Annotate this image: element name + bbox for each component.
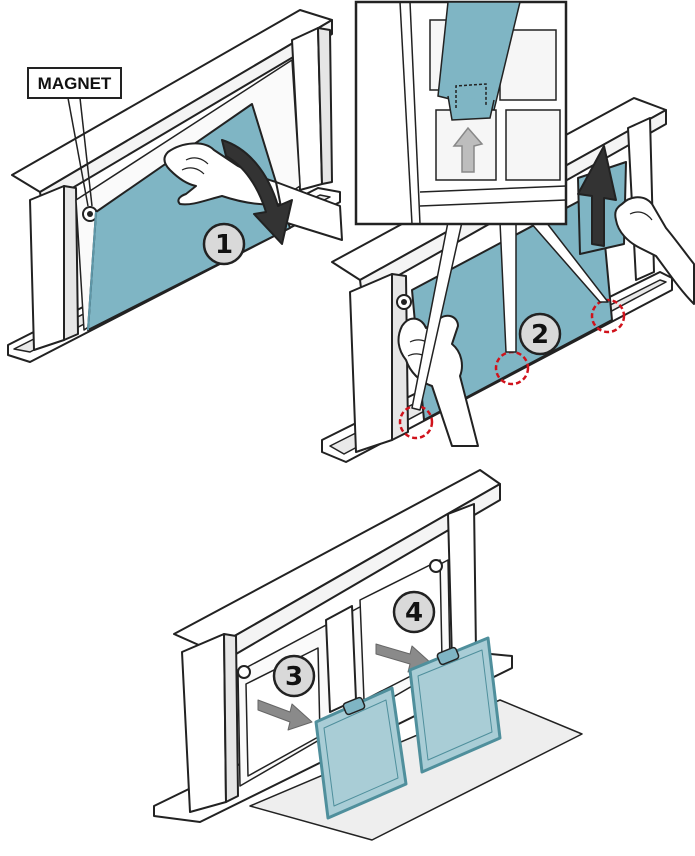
- panel-step-1: [7, 9, 343, 363]
- step-number-3: 3: [285, 662, 303, 692]
- arrow-icon: [221, 139, 293, 245]
- hood-left-column-2: [349, 273, 393, 453]
- zoom-detail-box: [354, 0, 568, 226]
- arrow-icon-2: [577, 145, 617, 247]
- hand-icon-2: [397, 314, 479, 447]
- hood-left-column-1: [29, 185, 65, 351]
- highlight-circle-right: [590, 298, 626, 334]
- step-number-1: 1: [215, 230, 233, 260]
- step-number-2: 2: [531, 320, 549, 350]
- magnet-icon-4: [429, 559, 443, 573]
- step-badge-4: 4: [392, 590, 436, 634]
- step-badge-2: 2: [518, 312, 562, 356]
- step-badge-3: 3: [272, 654, 316, 698]
- step-badge-1: 1: [202, 222, 246, 266]
- step-number-4: 4: [405, 598, 423, 628]
- zoom-filter-panel: [437, 2, 521, 111]
- grease-filter-left: [314, 686, 408, 820]
- hand-icon-3: [614, 196, 695, 305]
- magnet-icon-3: [237, 665, 251, 679]
- central-divider: [325, 605, 357, 713]
- arrow-icon-zoom: [452, 126, 484, 173]
- arrow-icon-3: [257, 699, 313, 731]
- hood-left-column-3: [181, 633, 227, 813]
- magnet-label: MAGNET: [27, 67, 122, 207]
- panel-step-3-4: [153, 469, 583, 841]
- magnet-label-text: MAGNET: [38, 74, 112, 93]
- hood-right-column-3: [447, 503, 477, 661]
